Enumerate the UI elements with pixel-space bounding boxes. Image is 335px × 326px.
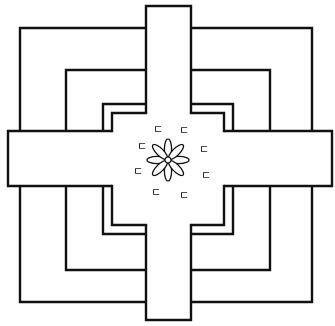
mark-bottom-left: ㄷ	[151, 186, 161, 199]
mark-left-lower: ㄷ	[133, 165, 143, 178]
mark-top-left: ㄷ	[153, 123, 163, 136]
mark-left-upper: ㄷ	[137, 140, 147, 153]
mark-right-upper: ㄷ	[199, 143, 209, 156]
mark-bottom-right: ㄷ	[179, 189, 189, 202]
flower-icon	[147, 139, 189, 181]
mark-right-lower: ㄷ	[201, 169, 211, 182]
mark-top-right: ㄷ	[179, 124, 189, 137]
